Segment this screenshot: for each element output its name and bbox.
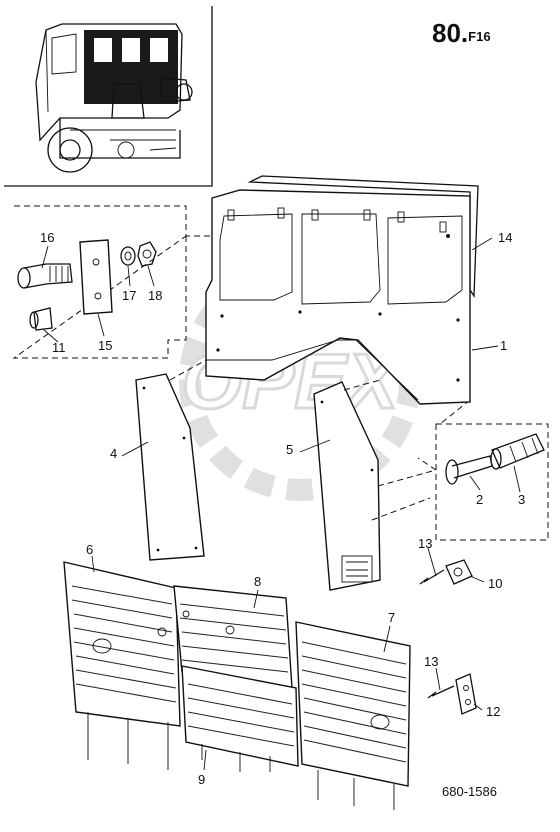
callout-2: 2 [476, 492, 483, 507]
part-11-cap [29, 307, 53, 331]
part-13-screw-upper [419, 569, 445, 585]
drawing-number: 680-1586 [442, 784, 497, 799]
part-16-bolt [17, 263, 73, 289]
callout-8: 8 [254, 574, 261, 589]
part-8-panel [173, 585, 293, 689]
part-2-fastener [445, 455, 493, 485]
part-13-screw-lower [427, 685, 455, 699]
callout-7: 7 [388, 610, 395, 625]
callout-13-upper: 13 [418, 536, 432, 551]
callout-5: 5 [286, 442, 293, 457]
truck-inset [4, 6, 213, 187]
part-3-sleeve [490, 433, 545, 470]
callout-3: 3 [518, 492, 525, 507]
part-5-right-side-panel [313, 381, 381, 591]
callout-1: 1 [500, 338, 507, 353]
callouts: 16 17 18 15 11 14 1 4 5 2 3 13 10 6 8 7 … [40, 230, 525, 787]
part-6-panel [63, 561, 181, 770]
part-4-left-side-panel [135, 373, 205, 561]
callout-4: 4 [110, 446, 117, 461]
callout-14: 14 [498, 230, 512, 245]
part-12-bracket [455, 673, 477, 715]
callout-10: 10 [488, 576, 502, 591]
callout-17: 17 [122, 288, 136, 303]
callout-13-lower: 13 [424, 654, 438, 669]
part-10-clip [445, 559, 473, 585]
page-number: 80.F16 [432, 18, 491, 48]
part-14-back-board [247, 175, 479, 299]
part-18-nut [137, 241, 157, 267]
callout-9: 9 [198, 772, 205, 787]
callout-6: 6 [86, 542, 93, 557]
callout-18: 18 [148, 288, 162, 303]
leader-lines [41, 237, 521, 771]
part-15-plate [79, 239, 113, 315]
part-9-panel [181, 665, 299, 772]
part-17-washer [120, 246, 136, 266]
callout-12: 12 [486, 704, 500, 719]
callout-15: 15 [98, 338, 112, 353]
part-1-rear-wall [205, 189, 471, 405]
hardware-group-left [12, 205, 220, 359]
part-7-panel [295, 621, 411, 810]
hardware-group-right [435, 423, 549, 541]
callout-11: 11 [52, 340, 66, 355]
callout-16: 16 [40, 230, 54, 245]
